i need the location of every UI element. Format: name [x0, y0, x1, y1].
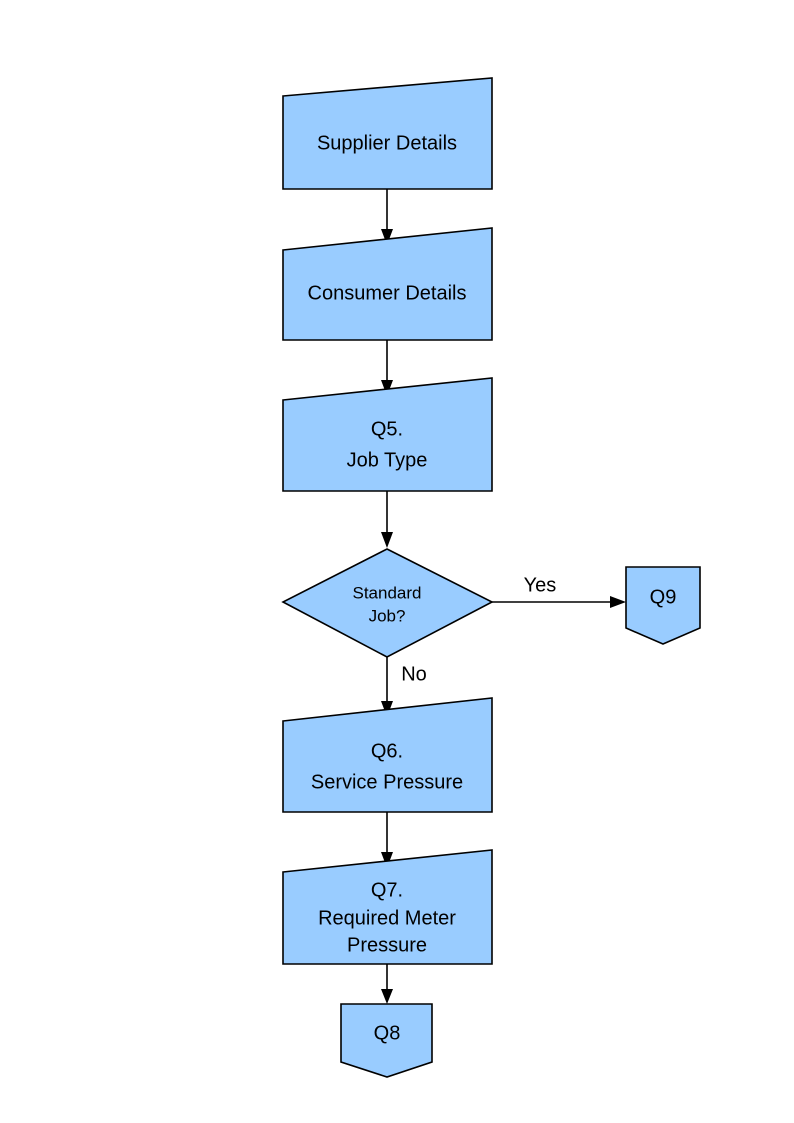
node-q7-required-meter-pressure[interactable]: Q7. Required Meter Pressure [282, 849, 493, 965]
node-q6-service-pressure[interactable]: Q6. Service Pressure [282, 697, 493, 813]
edge-decision-to-q9: Yes [492, 574, 626, 608]
edge-q7-to-q8 [381, 964, 393, 1004]
arrow-head-icon [381, 380, 393, 396]
q7-label-line1: Q7. [371, 879, 403, 901]
edge-q5-to-decision [381, 491, 393, 548]
q5-job-type-shape[interactable] [282, 377, 493, 492]
q8-shape[interactable] [340, 1003, 433, 1078]
arrow-head-icon [381, 852, 393, 868]
standard-job-decision-shape[interactable] [281, 548, 494, 658]
standard-job-decision-label-line2: Job? [369, 606, 406, 625]
consumer-details-shape[interactable] [282, 227, 493, 341]
arrow-head-icon [381, 989, 393, 1004]
q7-label-line3: Pressure [347, 934, 427, 956]
arrow-head-icon [610, 596, 626, 608]
edge-label-no: No [401, 663, 427, 685]
node-standard-job-decision[interactable]: Standard Job? [281, 548, 494, 658]
q5-job-type-label-line2: Job Type [347, 449, 428, 471]
q7-required-meter-pressure-shape[interactable] [282, 849, 493, 965]
node-q5-job-type[interactable]: Q5. Job Type [282, 377, 493, 492]
q8-label: Q8 [374, 1022, 401, 1044]
arrow-head-icon [381, 229, 393, 245]
q9-shape[interactable] [625, 566, 701, 645]
node-supplier-details[interactable]: Supplier Details [282, 77, 493, 190]
edge-supplier-to-consumer [381, 189, 393, 245]
node-consumer-details[interactable]: Consumer Details [282, 227, 493, 341]
q9-label: Q9 [650, 586, 677, 608]
supplier-details-shape[interactable] [282, 77, 493, 190]
supplier-details-label: Supplier Details [317, 132, 457, 154]
q5-job-type-label-line1: Q5. [371, 418, 403, 440]
q6-service-pressure-label-line2: Service Pressure [311, 771, 463, 793]
edge-label-yes: Yes [524, 574, 557, 596]
edge-q6-to-q7 [381, 812, 393, 868]
node-q8[interactable]: Q8 [340, 1003, 433, 1078]
q6-service-pressure-shape[interactable] [282, 697, 493, 813]
q7-label-line2: Required Meter [318, 907, 456, 929]
q6-service-pressure-label-line1: Q6. [371, 740, 403, 762]
arrow-head-icon [381, 532, 393, 548]
node-q9[interactable]: Q9 [625, 566, 701, 645]
consumer-details-label: Consumer Details [308, 282, 467, 304]
standard-job-decision-label-line1: Standard [353, 583, 422, 602]
edge-consumer-to-q5 [381, 340, 393, 396]
